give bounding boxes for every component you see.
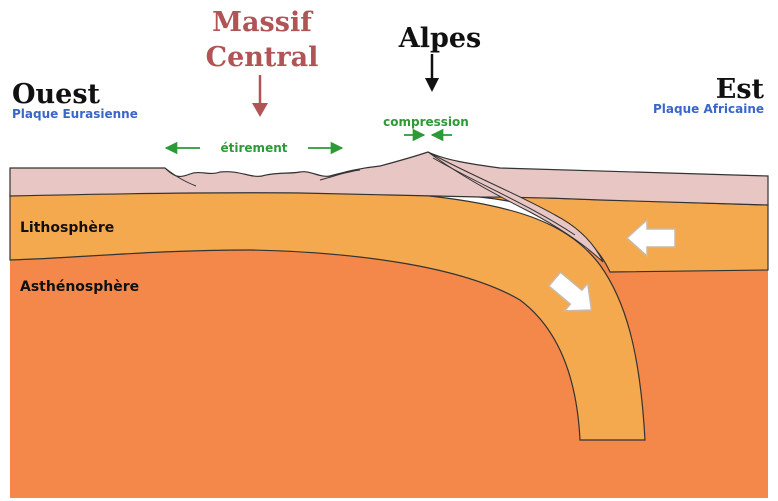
massif-central-label-line1: Massif [212, 7, 314, 38]
alps-label: Alpes [398, 23, 481, 54]
massif-central-pointer-icon [252, 103, 268, 117]
east-label: Est [716, 74, 765, 105]
compression-label: compression [383, 115, 469, 129]
east-plate-label: Plaque Africaine [653, 102, 764, 116]
west-label: Ouest [12, 79, 101, 110]
lithosphere-label: Lithosphère [20, 220, 114, 236]
asthenosphere-label: Asthénosphère [20, 279, 139, 295]
stretching-label: étirement [221, 141, 288, 155]
west-plate-label: Plaque Eurasienne [12, 107, 138, 121]
alps-pointer-icon [425, 78, 439, 92]
massif-central-label-line2: Central [206, 42, 319, 73]
